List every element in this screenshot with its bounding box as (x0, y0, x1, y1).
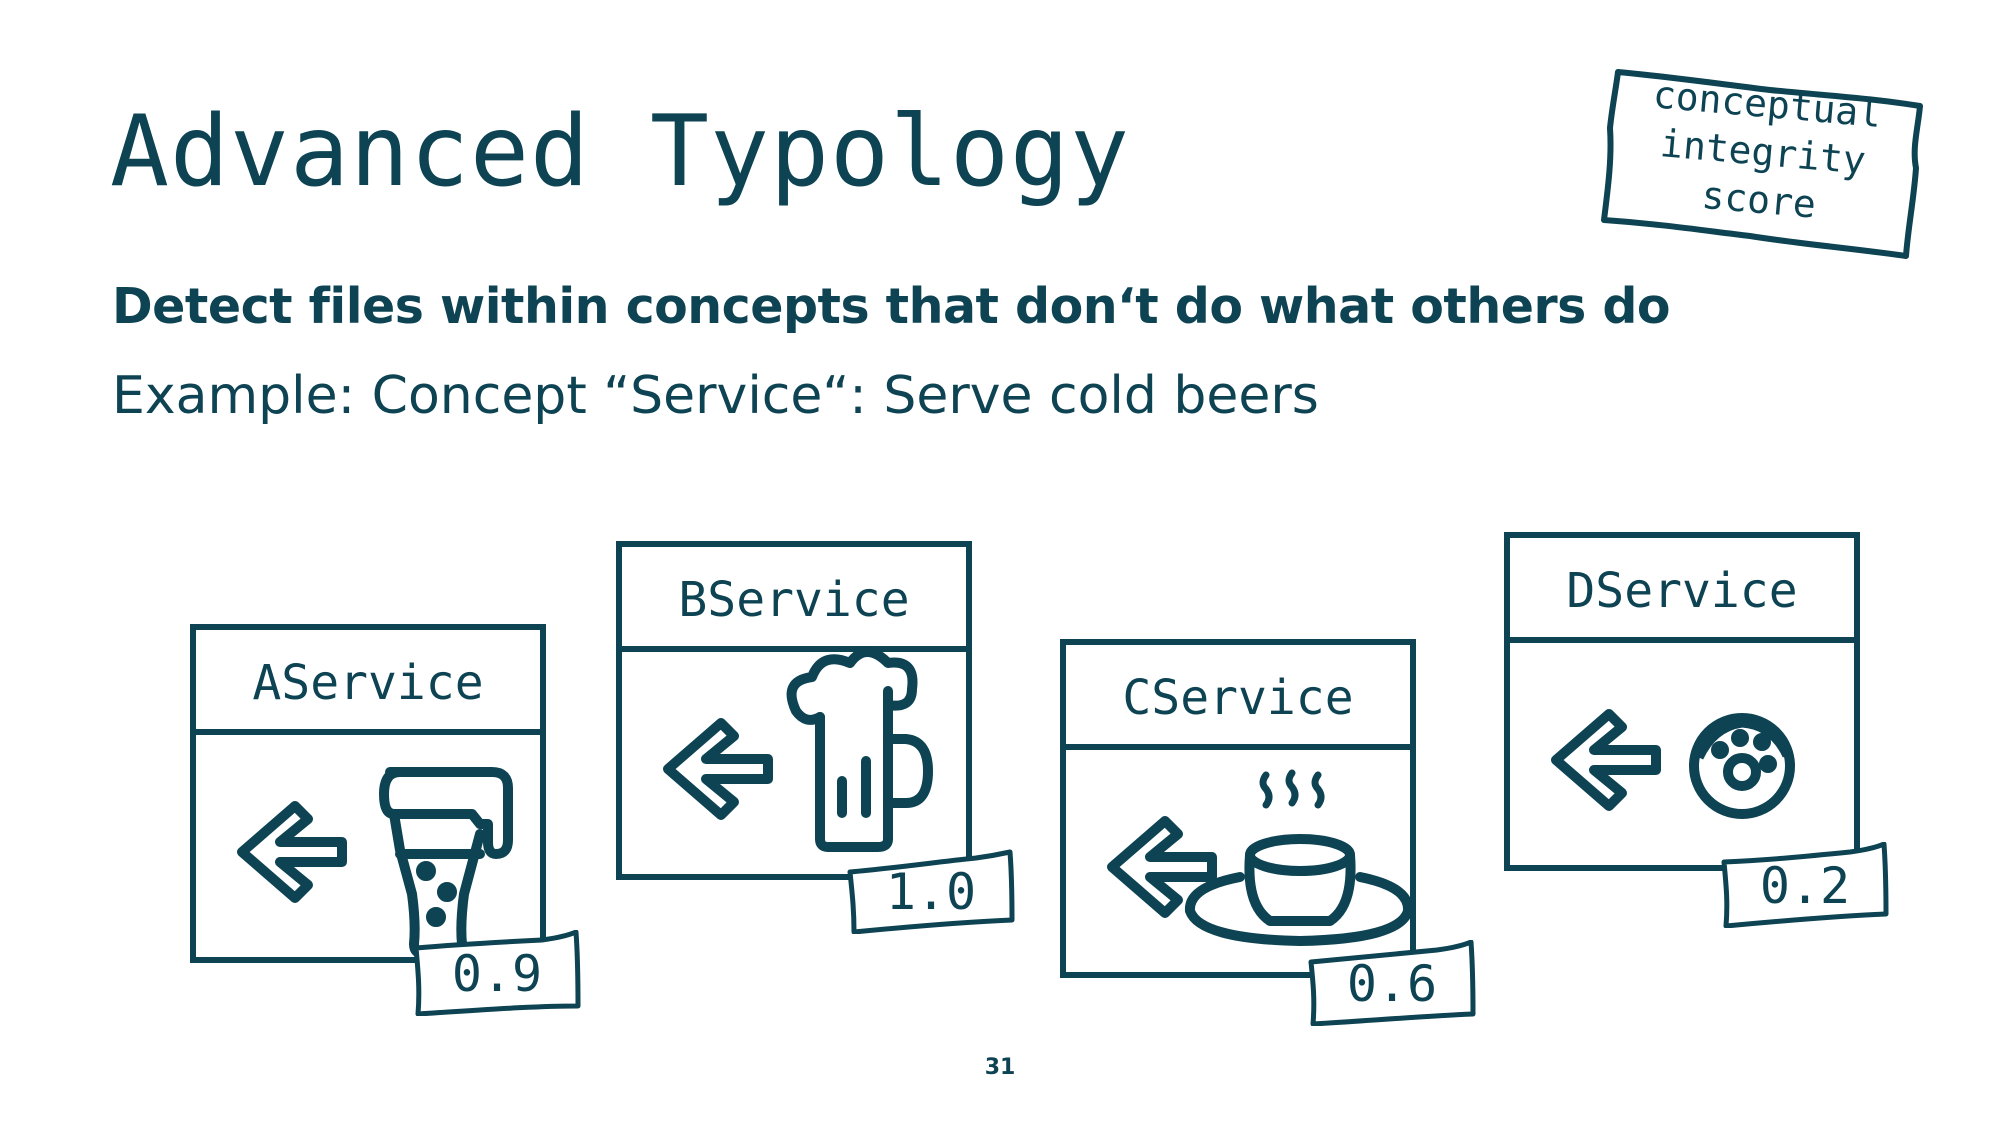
service-name: CService (1122, 670, 1354, 726)
example-text: Example: Concept “Service“: Serve cold b… (112, 366, 1319, 426)
score-tag-b: 1.0 (846, 848, 1016, 934)
score-tag-a: 0.9 (412, 930, 582, 1016)
slide-subtitle: Detect files within concepts that don‘t … (112, 278, 1671, 335)
donut-icon (1689, 713, 1795, 819)
service-name: BService (678, 572, 910, 628)
service-name: DService (1566, 563, 1798, 619)
score-tag-c: 0.6 (1307, 940, 1477, 1026)
conceptual-integrity-stamp: conceptual integrity score (1600, 68, 1926, 260)
page-number: 31 (984, 1055, 1016, 1080)
service-box-a: AService (190, 624, 546, 963)
score-value: 0.6 (1346, 955, 1438, 1013)
beer-mug-icon (786, 647, 933, 852)
service-box-d: DService (1504, 532, 1860, 871)
service-name: AService (252, 655, 484, 711)
hot-coffee-icon (1185, 769, 1414, 946)
score-value: 0.2 (1759, 857, 1851, 915)
arrow-left-icon (1107, 816, 1217, 918)
beer-glass-icon (379, 767, 513, 959)
score-tag-d: 0.2 (1720, 842, 1890, 928)
slide-title: Advanced Typology (110, 95, 1131, 209)
arrow-left-icon (1551, 709, 1661, 811)
service-box-b: BService (616, 541, 972, 880)
score-value: 0.9 (451, 945, 543, 1003)
arrow-left-icon (663, 718, 773, 820)
service-box-c: CService (1060, 639, 1416, 978)
score-value: 1.0 (885, 863, 977, 921)
arrow-left-icon (237, 801, 347, 903)
